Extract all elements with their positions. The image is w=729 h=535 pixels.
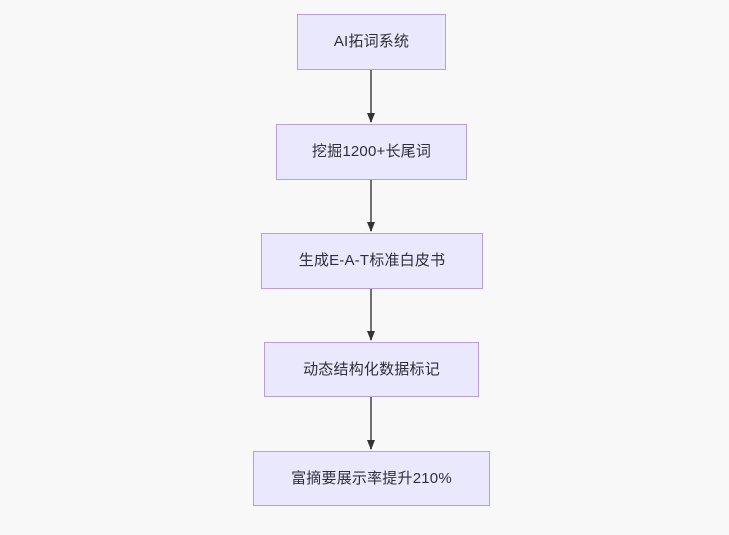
flow-node-dynamic-structured-data-markup[interactable]: 动态结构化数据标记 (264, 342, 479, 397)
flow-node-label: AI拓词系统 (333, 33, 410, 50)
flow-node-ai-keyword-system[interactable]: AI拓词系统 (297, 14, 446, 70)
flow-node-label: 富摘要展示率提升210% (291, 469, 452, 487)
flow-node-generate-eat-whitepaper[interactable]: 生成E-A-T标准白皮书 (261, 233, 483, 289)
flow-node-rich-snippet-rate-increase[interactable]: 富摘要展示率提升210% (253, 451, 490, 506)
flow-node-label: 动态结构化数据标记 (303, 360, 440, 378)
flow-node-mine-longtail-keywords[interactable]: 挖掘1200+长尾词 (276, 124, 467, 180)
flow-node-label: 挖掘1200+长尾词 (311, 143, 432, 160)
flow-node-label: 生成E-A-T标准白皮书 (298, 252, 446, 269)
